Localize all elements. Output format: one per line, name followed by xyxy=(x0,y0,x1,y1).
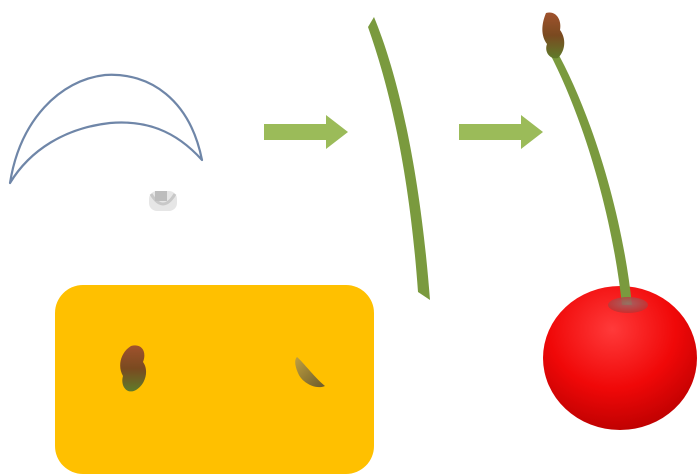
stem-shape xyxy=(368,17,430,300)
parts-tray xyxy=(55,285,374,474)
cherry-stem-tip xyxy=(542,12,565,59)
crescent-outline-shape xyxy=(8,73,204,185)
arrow-right-icon xyxy=(459,115,543,149)
small-gray-marker xyxy=(149,191,177,211)
cherry-body xyxy=(543,286,697,430)
cherry-illustration xyxy=(542,12,697,430)
stem-base-piece xyxy=(295,357,325,388)
cherry-stem-dimple xyxy=(608,297,648,313)
cherry-stem xyxy=(549,48,632,305)
arrow-right-icon xyxy=(264,115,348,149)
stem-tip-piece xyxy=(120,345,147,392)
